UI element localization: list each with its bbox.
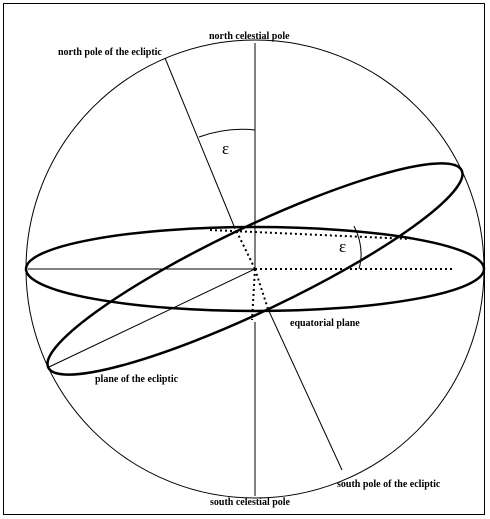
plane-of-ecliptic-label: plane of the ecliptic xyxy=(95,374,179,385)
north-celestial-pole-label: north celestial pole xyxy=(209,31,290,42)
south-pole-ecliptic-label: south pole of the ecliptic xyxy=(337,479,441,490)
ecliptic-front-dotted xyxy=(252,269,255,320)
ecliptic-front-dotted-2 xyxy=(255,269,268,309)
ecliptic-diameter-left xyxy=(49,269,255,367)
epsilon-lower-label: ε xyxy=(339,237,346,256)
epsilon-arc-upper xyxy=(199,129,255,137)
epsilon-upper-label: ε xyxy=(222,139,229,158)
south-celestial-pole-label: south celestial pole xyxy=(210,497,291,508)
north-pole-ecliptic-label: north pole of the ecliptic xyxy=(58,47,162,58)
ecliptic-axis-lower xyxy=(268,309,342,470)
equatorial-plane-label: equatorial plane xyxy=(290,318,360,329)
